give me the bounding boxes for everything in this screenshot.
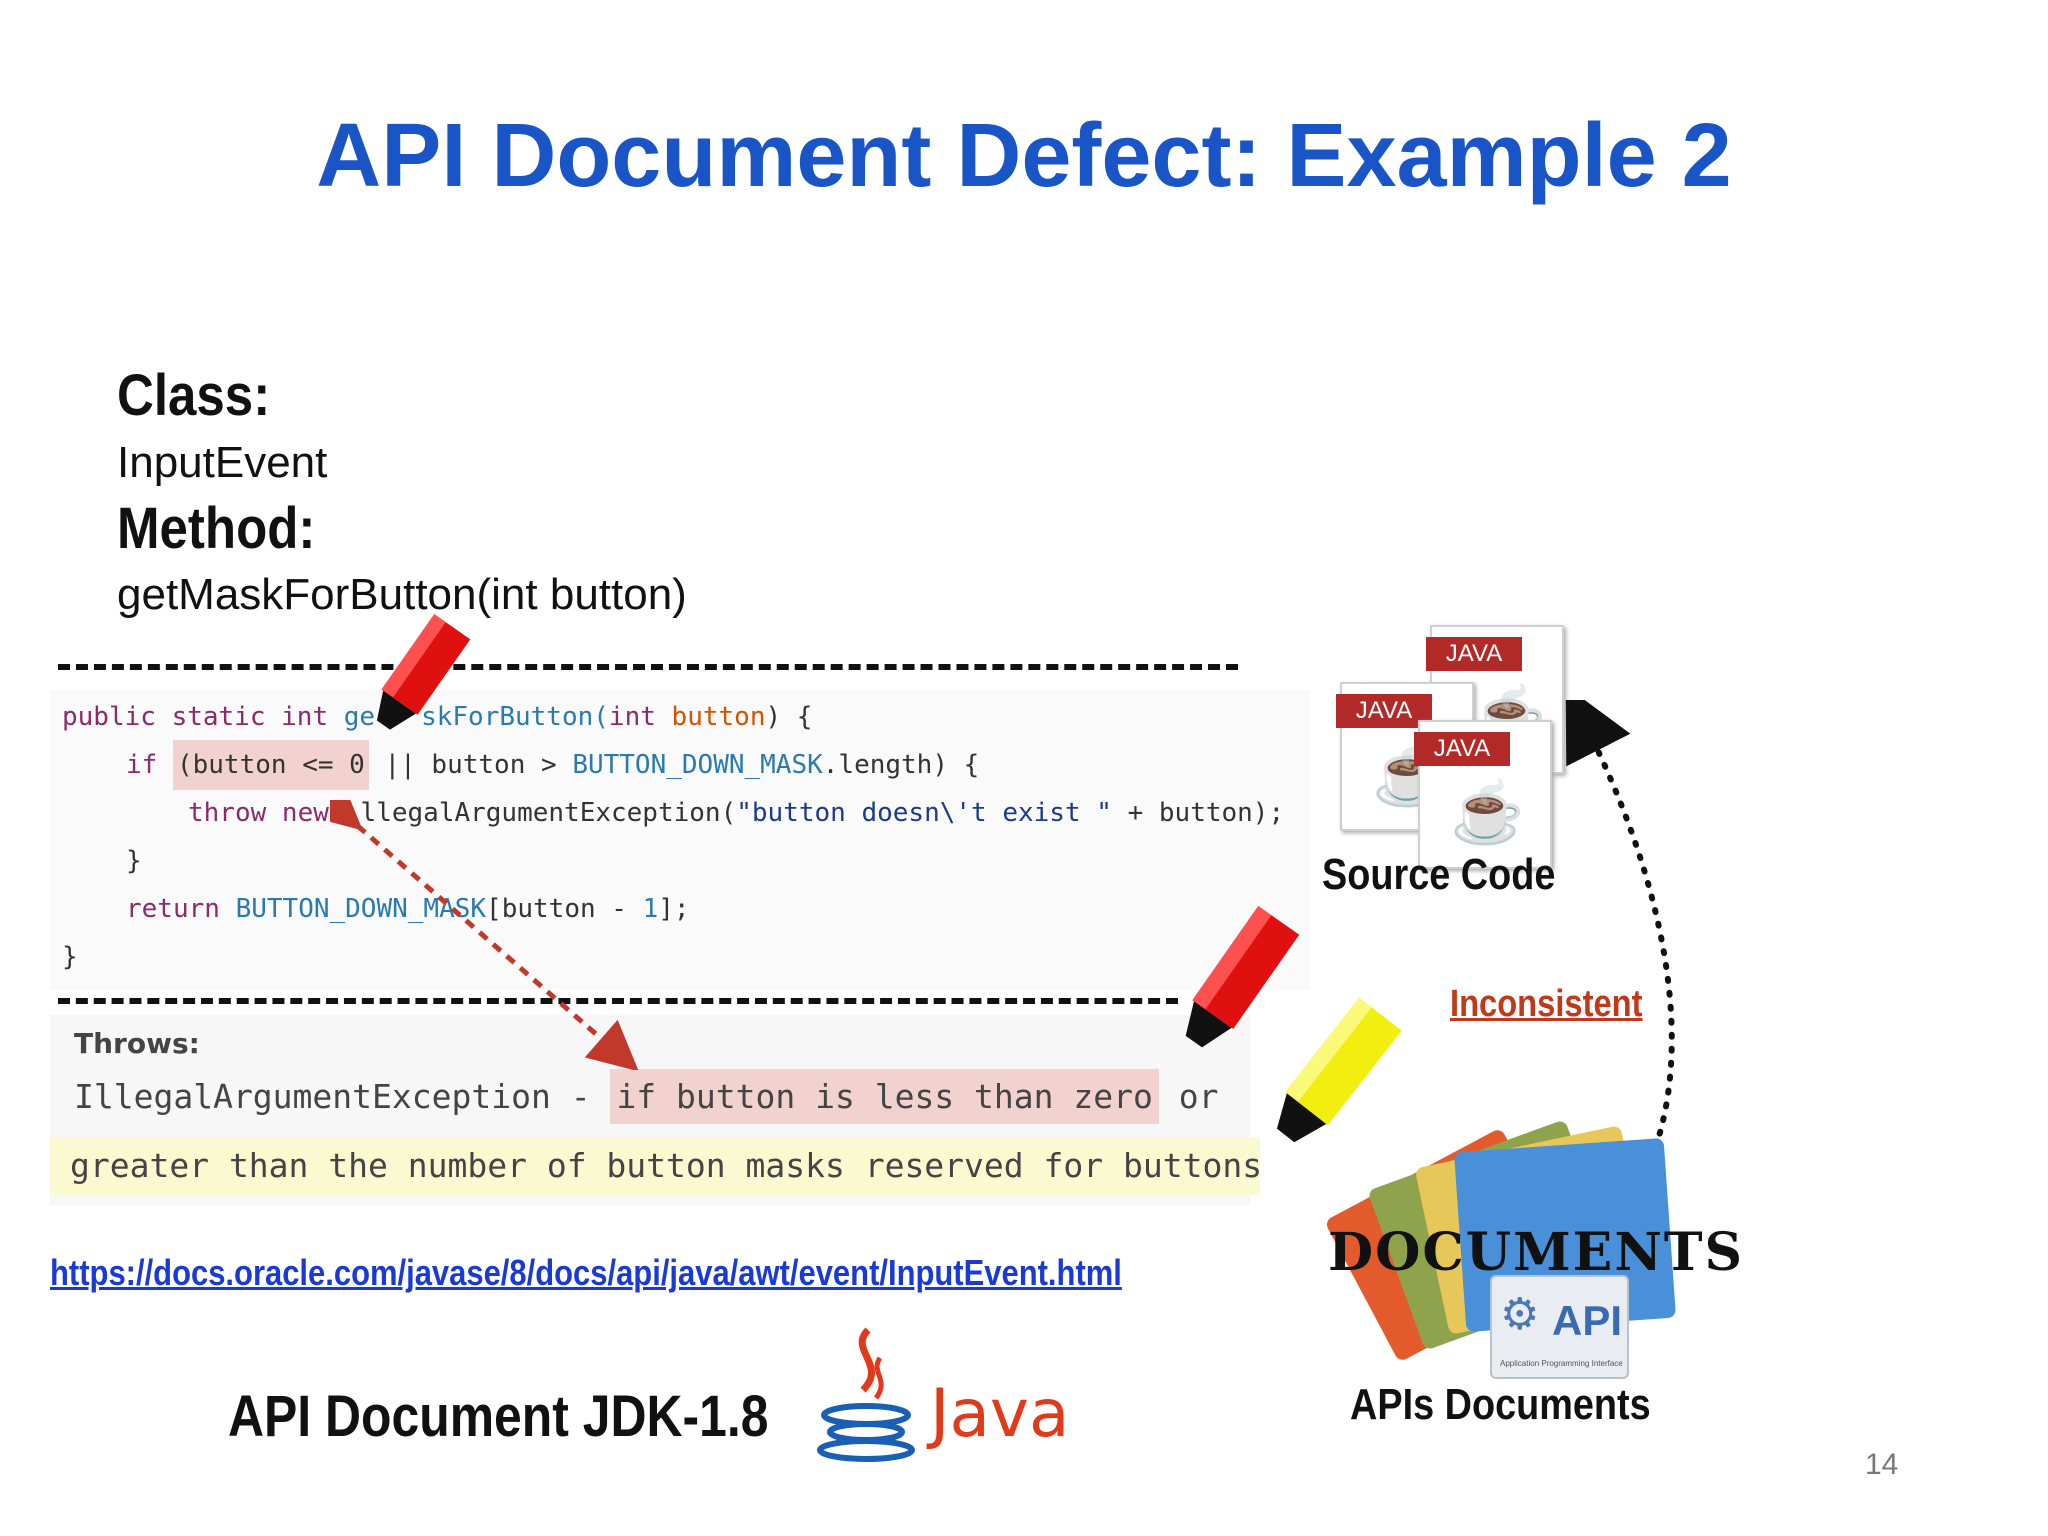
throws-line: IllegalArgumentException - if button is …	[74, 1069, 1218, 1124]
slide-title: API Document Defect: Example 2	[316, 106, 1732, 206]
method-label: Method:	[117, 496, 316, 561]
documents-folder-icon: ⚙ API Application Programming Interface	[1324, 1105, 1677, 1405]
yellow-marker-icon	[1276, 997, 1402, 1143]
documents-word: DOCUMENTS	[1328, 1222, 1745, 1283]
exception-name: IllegalArgumentException	[74, 1077, 551, 1116]
java-file-icon: JAVA ☕	[1414, 720, 1552, 869]
class-label: Class:	[117, 363, 271, 428]
inconsistent-label: Inconsistent	[1450, 983, 1643, 1025]
red-marker-icon	[1185, 906, 1300, 1048]
java-cup-logo-icon	[817, 1327, 915, 1462]
api-document-caption: API Document JDK-1.8	[228, 1384, 769, 1449]
dotted-red-arrow	[330, 800, 639, 1070]
doc-excerpt: Throws: IllegalArgumentException - if bu…	[50, 1015, 1262, 1205]
red-marker-icon	[376, 614, 471, 730]
doc-url-link[interactable]: https://docs.oracle.com/javase/8/docs/ap…	[50, 1252, 1122, 1293]
source-code-caption: Source Code	[1322, 850, 1556, 899]
throws-label: Throws:	[74, 1027, 200, 1060]
page-number: 14	[1865, 1448, 1899, 1481]
yellow-highlight: greater than the number of button masks …	[50, 1137, 1262, 1195]
code-line-2: if (button <= 0 || button > BUTTON_DOWN_…	[126, 740, 979, 790]
api-badge: ⚙ API Application Programming Interface	[1490, 1275, 1629, 1379]
code-line-4: }	[126, 846, 142, 876]
apis-documents-caption: APIs Documents	[1350, 1380, 1651, 1429]
class-value: InputEvent	[117, 438, 328, 487]
java-files-group: JAVA ☕ JAVA ☕ JAVA ☕	[1300, 620, 1600, 869]
code-line-6: }	[62, 942, 78, 972]
java-logo-text: Java	[930, 1375, 1070, 1452]
dashed-divider-top	[58, 664, 1238, 670]
code-highlight: (button <= 0	[172, 740, 369, 790]
red-highlight: if button is less than zero	[610, 1069, 1159, 1124]
method-value: getMaskForButton(int button)	[117, 570, 687, 619]
